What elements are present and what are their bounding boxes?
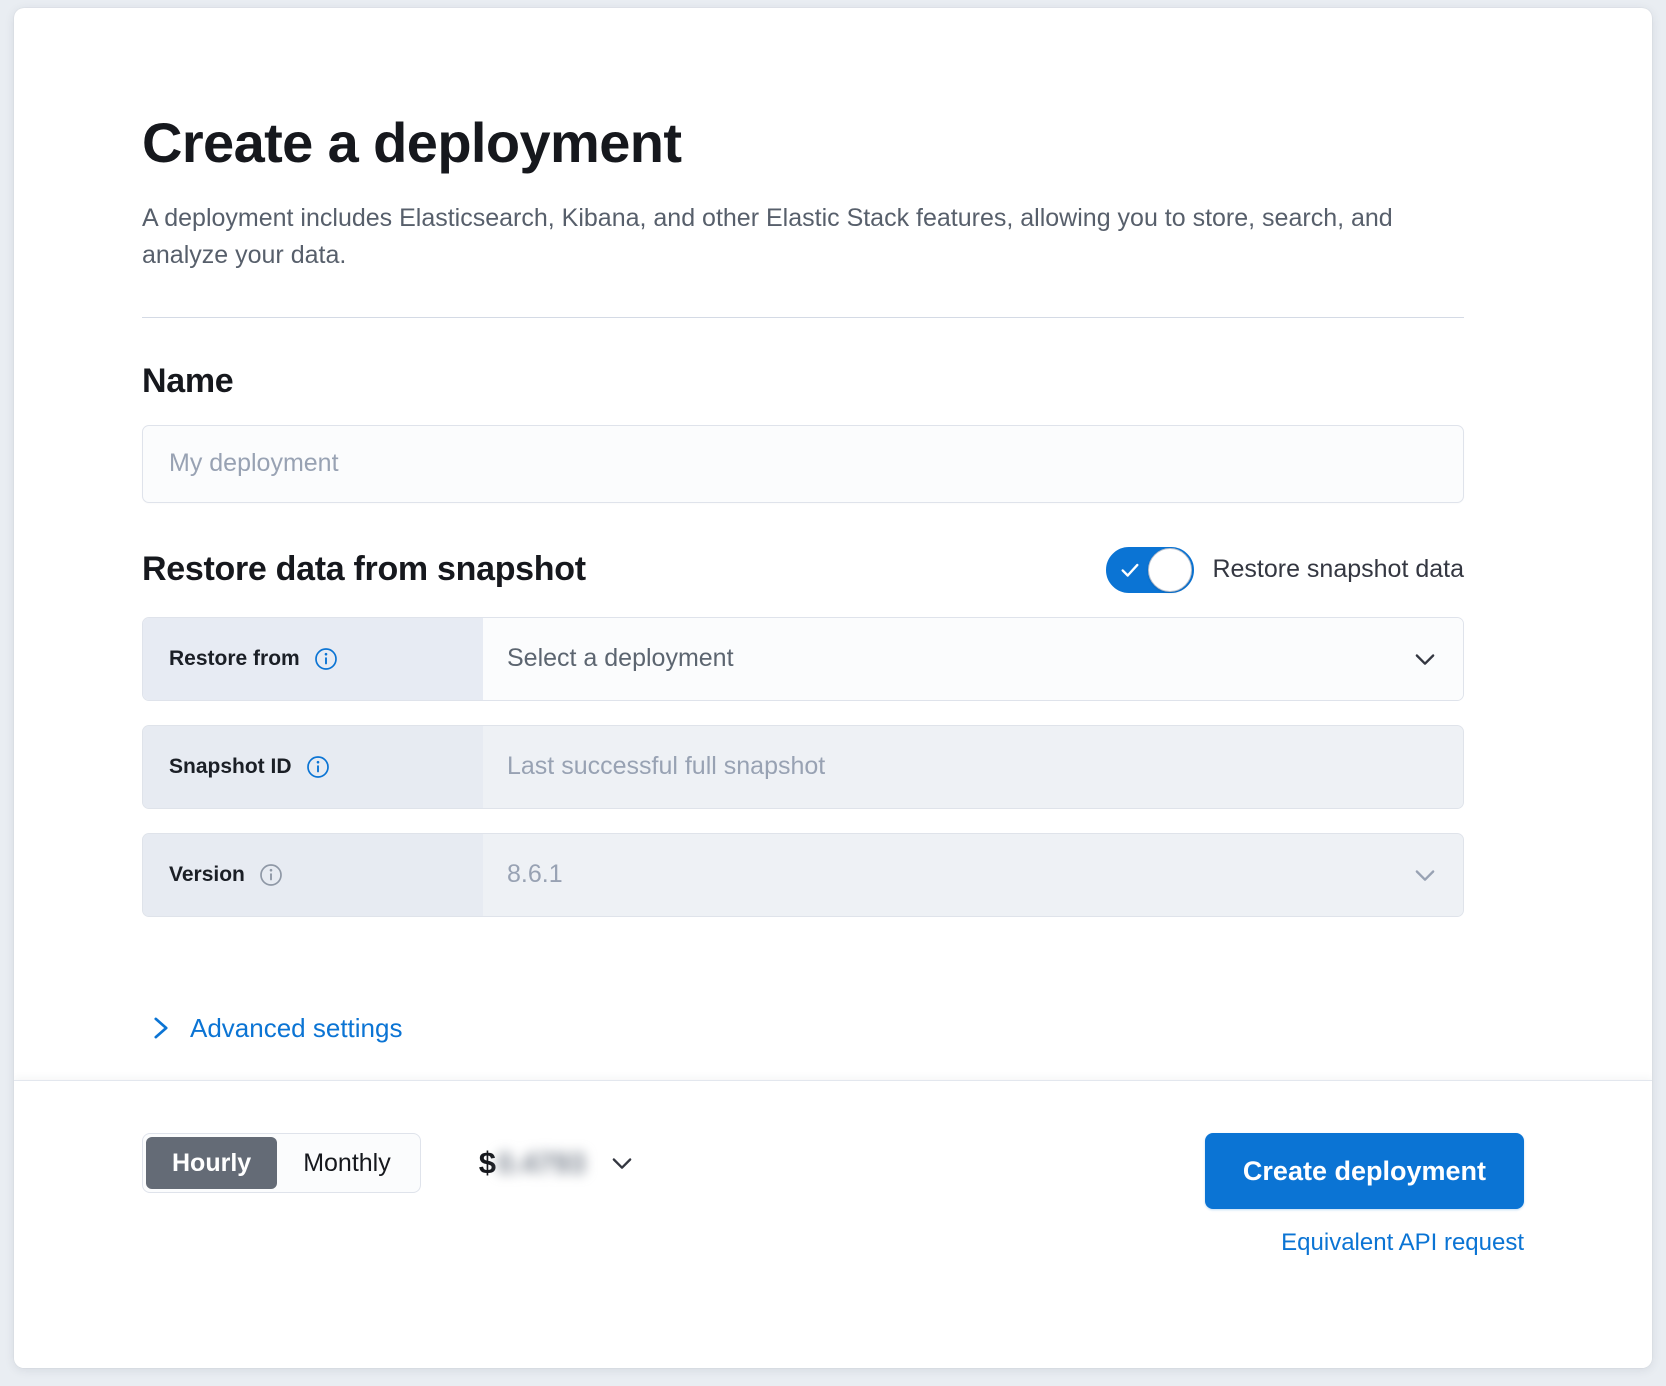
- billing-period-toggle[interactable]: Hourly Monthly: [142, 1133, 421, 1193]
- deployment-name-input[interactable]: [142, 424, 1464, 503]
- restore-from-label: Restore from: [169, 646, 300, 670]
- header-divider: [142, 316, 1464, 318]
- restore-from-value: Select a deployment: [507, 644, 734, 673]
- snapshot-id-row: Snapshot ID Last successful full snapsho…: [142, 724, 1464, 809]
- version-value: 8.6.1: [507, 860, 563, 889]
- snapshot-id-value: Last successful full snapshot: [507, 752, 826, 781]
- page-title: Create a deployment: [142, 111, 682, 174]
- snapshot-section-title: Restore data from snapshot: [142, 550, 586, 589]
- restore-from-row[interactable]: Restore from Select a deployment: [142, 616, 1464, 701]
- create-deployment-card: Create a deployment A deployment include…: [14, 8, 1652, 1368]
- chevron-right-icon: [154, 1017, 168, 1039]
- advanced-settings-toggle[interactable]: Advanced settings: [150, 1013, 402, 1044]
- chevron-down-icon[interactable]: [608, 1149, 636, 1177]
- billing-option-hourly[interactable]: Hourly: [146, 1137, 278, 1189]
- snapshot-section-header: Restore data from snapshot Restore snaps…: [142, 546, 1464, 593]
- create-deployment-button[interactable]: Create deployment: [1204, 1133, 1524, 1209]
- footer-left-group: Hourly Monthly $ 0.4793: [142, 1133, 636, 1193]
- card-footer: Hourly Monthly $ 0.4793 Create deploymen…: [14, 1080, 1652, 1368]
- price-currency: $: [478, 1145, 496, 1180]
- advanced-settings-label: Advanced settings: [190, 1012, 403, 1043]
- info-icon[interactable]: [306, 755, 330, 779]
- snapshot-id-label: Snapshot ID: [169, 754, 292, 778]
- chevron-down-icon: [1415, 869, 1435, 881]
- equivalent-api-request-link[interactable]: Equivalent API request: [1281, 1229, 1524, 1256]
- version-field: 8.6.1: [483, 833, 1463, 916]
- footer-right-group: Create deployment Equivalent API request: [1204, 1133, 1524, 1257]
- restore-from-label-cell: Restore from: [143, 617, 483, 700]
- restore-snapshot-toggle-group[interactable]: Restore snapshot data: [1106, 546, 1464, 593]
- restore-snapshot-toggle[interactable]: [1106, 546, 1195, 593]
- content-region: Create a deployment A deployment include…: [14, 8, 1652, 1046]
- restore-snapshot-toggle-label: Restore snapshot data: [1212, 555, 1464, 584]
- price-display[interactable]: $ 0.4793: [479, 1145, 636, 1181]
- version-label-cell: Version: [143, 833, 483, 916]
- version-label: Version: [169, 862, 245, 886]
- price-value: 0.4793: [496, 1148, 586, 1180]
- snapshot-id-field: Last successful full snapshot: [483, 725, 1463, 808]
- chevron-down-icon[interactable]: [1411, 645, 1439, 673]
- name-section-title: Name: [142, 361, 234, 400]
- price-amount: $ 0.4793: [479, 1145, 586, 1181]
- card-body: Create a deployment A deployment include…: [14, 8, 1652, 1080]
- restore-from-field[interactable]: Select a deployment: [483, 617, 1463, 700]
- info-icon[interactable]: [259, 863, 283, 887]
- info-icon[interactable]: [314, 647, 338, 671]
- snapshot-id-label-cell: Snapshot ID: [143, 725, 483, 808]
- page-subtitle: A deployment includes Elasticsearch, Kib…: [142, 203, 1393, 270]
- version-row: Version 8.6.1: [142, 832, 1464, 917]
- billing-option-monthly[interactable]: Monthly: [303, 1148, 391, 1177]
- toggle-knob: [1148, 547, 1193, 592]
- check-icon: [1121, 563, 1139, 577]
